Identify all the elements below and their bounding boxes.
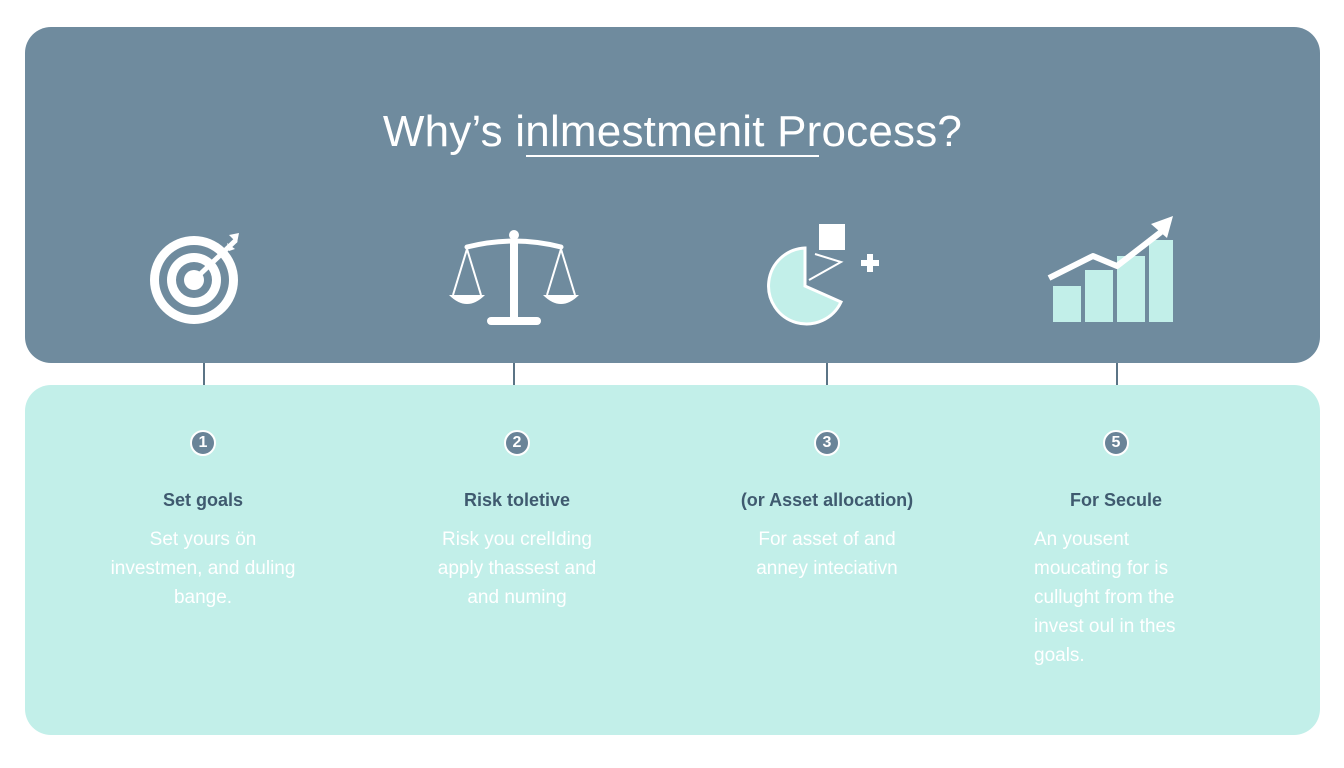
step-title: Risk toletive bbox=[463, 490, 571, 510]
connector-4 bbox=[1116, 363, 1118, 385]
page-title: Why’s inlmestmenit Process? bbox=[382, 107, 963, 156]
step-number-badge: 1 bbox=[190, 430, 216, 456]
step-description: Set yours ön investmen, and duling bange… bbox=[110, 529, 296, 608]
step-title: Set goals bbox=[162, 490, 244, 510]
pie-chart-icon bbox=[767, 224, 879, 326]
step-description: Risk you crelIding apply thassest and an… bbox=[437, 529, 597, 608]
step-number-badge: 2 bbox=[504, 430, 530, 456]
title-divider bbox=[526, 155, 819, 157]
target-icon bbox=[150, 233, 239, 324]
step-number-badge: 3 bbox=[814, 430, 840, 456]
step-title: For Secule bbox=[1069, 490, 1163, 510]
connector-3 bbox=[826, 363, 828, 385]
step-description: An yousent moucating for is cullught fro… bbox=[1034, 529, 1176, 666]
step-title: (or Asset allocation) bbox=[740, 490, 914, 510]
step-number-badge: 5 bbox=[1103, 430, 1129, 456]
connector-2 bbox=[513, 363, 515, 385]
connector-1 bbox=[203, 363, 205, 385]
balance-scale-icon bbox=[449, 230, 579, 325]
step-description: For asset of and anney inteciativn bbox=[756, 529, 898, 579]
steps-panel: 1 Set goals Set yours ön investmen, and … bbox=[25, 385, 1320, 735]
growth-chart-icon bbox=[1047, 216, 1173, 322]
header-panel: Why’s inlmestmenit Process? bbox=[25, 27, 1320, 363]
